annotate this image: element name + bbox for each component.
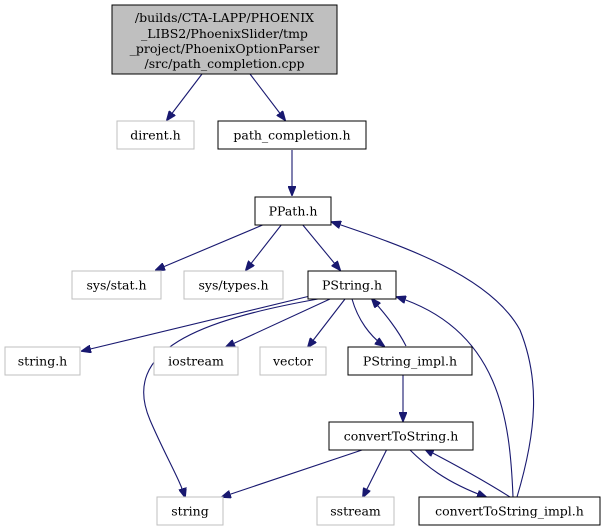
edge-pstring-iostream bbox=[226, 298, 331, 347]
node-label: sys/types.h bbox=[198, 278, 268, 293]
node-label: convertToString.h bbox=[344, 429, 459, 444]
graph-nodes: /builds/CTA-LAPP/PHOENIX _LIBS2/PhoenixS… bbox=[4, 4, 601, 526]
node-vector: vector bbox=[259, 346, 327, 376]
edge-convert-convert-impl bbox=[408, 448, 486, 497]
node-convert-to-string-impl-h[interactable]: convertToString_impl.h bbox=[418, 496, 601, 526]
node-label: convertToString_impl.h bbox=[435, 504, 584, 519]
edge-pstring-vector bbox=[308, 298, 346, 347]
node-label: PPath.h bbox=[269, 204, 318, 219]
node-sys-stat-h: sys/stat.h bbox=[71, 270, 162, 300]
node-convert-to-string-h[interactable]: convertToString.h bbox=[328, 421, 474, 451]
node-string: string bbox=[156, 496, 224, 526]
node-pstring-h[interactable]: PString.h bbox=[307, 270, 397, 300]
root-label-line-2: _LIBS2/PhoenixSlider/tmp bbox=[141, 26, 308, 41]
edge-ppath-sys-stat bbox=[156, 223, 266, 270]
node-label: PString_impl.h bbox=[363, 354, 457, 369]
node-string-h: string.h bbox=[4, 346, 81, 376]
edge-pstring-pstring-impl bbox=[351, 298, 384, 346]
root-label-line-4: /src/path_completion.cpp bbox=[145, 56, 305, 71]
node-label: sys/stat.h bbox=[86, 278, 146, 293]
node-label: string.h bbox=[18, 354, 68, 369]
node-label: vector bbox=[272, 354, 313, 369]
node-pstring-impl-h[interactable]: PString_impl.h bbox=[347, 346, 473, 376]
node-label: path_completion.h bbox=[233, 128, 350, 143]
edge-convert-string bbox=[222, 448, 366, 497]
node-label: string bbox=[171, 504, 208, 519]
node-ppath-h[interactable]: PPath.h bbox=[254, 196, 332, 226]
node-label: PString.h bbox=[322, 278, 382, 293]
node-label: dirent.h bbox=[130, 128, 180, 143]
edge-pstring-string bbox=[143, 298, 319, 497]
edge-ppath-sys-types bbox=[246, 223, 283, 270]
root-label-line-3: _project/PhoenixOptionParser bbox=[130, 41, 320, 56]
node-sys-types-h: sys/types.h bbox=[183, 270, 284, 300]
edge-pstring-string-h bbox=[82, 295, 311, 351]
edge-convert-sstream bbox=[363, 448, 388, 497]
edge-convert-impl-convert bbox=[425, 449, 511, 498]
node-sstream: sstream bbox=[316, 496, 395, 526]
root-label-line-1: /builds/CTA-LAPP/PHOENIX bbox=[135, 10, 314, 25]
node-dirent-h: dirent.h bbox=[116, 120, 195, 150]
node-iostream: iostream bbox=[153, 346, 239, 376]
node-label: iostream bbox=[168, 354, 224, 369]
edge-pstring-impl-pstring bbox=[372, 299, 407, 347]
edge-root-dirent bbox=[167, 73, 203, 120]
node-root-file[interactable]: /builds/CTA-LAPP/PHOENIX _LIBS2/PhoenixS… bbox=[111, 4, 338, 75]
node-path-completion-h[interactable]: path_completion.h bbox=[217, 120, 367, 150]
graph-edges bbox=[82, 73, 535, 498]
edge-convert-impl-pstring bbox=[397, 297, 514, 498]
edge-ppath-pstring bbox=[301, 223, 340, 270]
edge-convert-impl-ppath bbox=[332, 222, 535, 498]
edge-root-path-completion bbox=[249, 73, 285, 120]
node-label: sstream bbox=[330, 504, 381, 519]
